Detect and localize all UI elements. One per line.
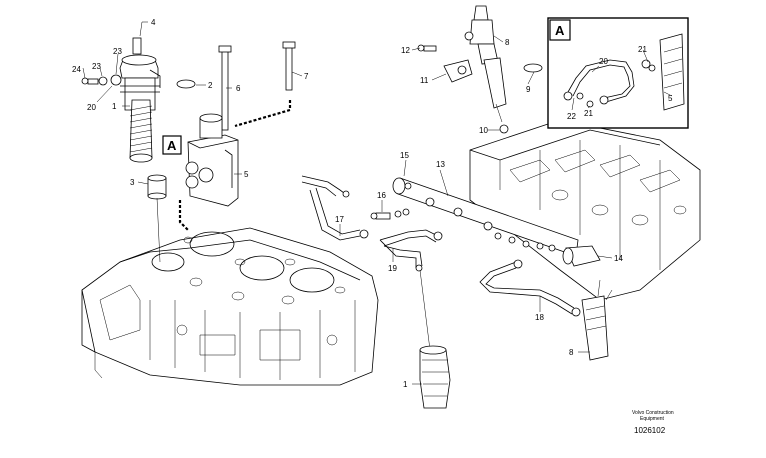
callout-15: 15 xyxy=(400,151,409,160)
callout-22: 22 xyxy=(567,112,576,121)
callout-5: 5 xyxy=(244,170,249,179)
fuel-pipe-18 xyxy=(479,259,581,317)
callout-21: 21 xyxy=(638,45,647,54)
callout-8: 8 xyxy=(569,348,574,357)
dashed-reference-line xyxy=(234,100,292,128)
callout-1: 1 xyxy=(112,102,117,111)
detail-box-left xyxy=(162,135,182,155)
callout-13: 13 xyxy=(436,160,445,169)
engine-block-right xyxy=(469,119,701,301)
callout-18: 18 xyxy=(535,313,544,322)
callout-6: 6 xyxy=(236,84,241,93)
footer-code: 1026102 xyxy=(634,426,666,435)
callout-9: 9 xyxy=(526,85,531,94)
detail-label-right: A xyxy=(555,23,565,38)
fuel-rail xyxy=(392,177,579,257)
callout-20: 20 xyxy=(599,57,608,66)
callout-17: 17 xyxy=(335,215,344,224)
callout-5: 5 xyxy=(668,94,673,103)
dashed-reference-line xyxy=(178,200,189,231)
bolts-6-7 xyxy=(218,41,296,131)
leader-lines xyxy=(82,21,673,385)
callout-14: 14 xyxy=(614,254,623,263)
fuel-pipe-17 xyxy=(301,175,369,241)
callout-10: 10 xyxy=(479,126,488,135)
injector-lower xyxy=(581,279,613,361)
pump-housing-left xyxy=(185,113,239,207)
detail-label-left: A xyxy=(167,138,177,153)
callout-12: 12 xyxy=(401,46,410,55)
pump-lower xyxy=(419,345,451,409)
leader-line xyxy=(156,197,161,263)
engine-block-left xyxy=(81,227,379,386)
callout-11: 11 xyxy=(420,76,429,85)
footer-brand: Volvo Construction xyxy=(632,410,674,416)
pressure-sensor xyxy=(562,245,601,267)
callout-24: 24 xyxy=(72,65,81,74)
callout-19: 19 xyxy=(388,264,397,273)
injector-upper xyxy=(464,5,507,123)
callout-2: 2 xyxy=(208,81,213,90)
callout-1: 1 xyxy=(403,380,408,389)
callout-4: 4 xyxy=(151,18,156,27)
callout-3: 3 xyxy=(130,178,135,187)
bracket-11 xyxy=(417,44,543,134)
callout-23: 23 xyxy=(92,62,101,71)
callout-8: 8 xyxy=(505,38,510,47)
callout-20: 20 xyxy=(87,103,96,112)
detail-label-box xyxy=(549,19,571,41)
footer-sub: Equipment xyxy=(640,416,665,422)
callout-21: 21 xyxy=(584,109,593,118)
callout-7: 7 xyxy=(304,72,309,81)
injection-pump-left xyxy=(119,37,161,163)
fuel-pipe-19 xyxy=(379,229,443,351)
callout-23: 23 xyxy=(113,47,122,56)
fittings-left xyxy=(81,74,196,200)
callout-16: 16 xyxy=(377,191,386,200)
bolt-16 xyxy=(370,208,410,220)
